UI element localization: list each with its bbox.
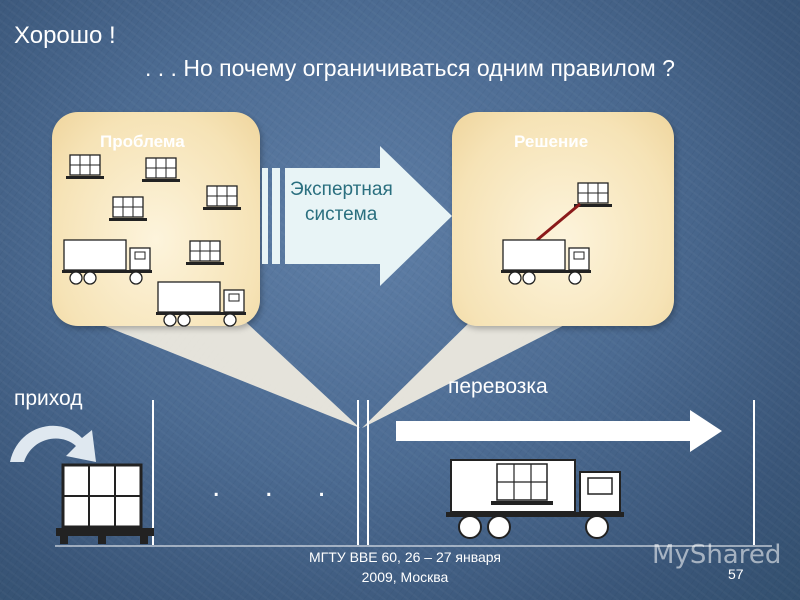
title-line-2: . . . Но почему ограничиваться одним пра… <box>145 55 675 81</box>
transport-label: перевозка <box>448 375 548 398</box>
crane-arm <box>536 202 581 242</box>
pallet-icon <box>65 154 105 180</box>
problem-title: Проблема <box>100 132 185 151</box>
watermark-logo: MyShared <box>652 540 782 570</box>
transport-arrow <box>396 410 722 452</box>
expert-system-label-1: Экспертная <box>290 179 393 200</box>
arrival-pallet-icon <box>56 463 154 544</box>
pallet-icon <box>202 185 242 211</box>
footer: МГТУ ВВЕ 60, 26 – 27 января 2009, Москва <box>265 547 545 587</box>
arrival-label: приход <box>14 387 83 410</box>
pallet-icon <box>573 182 613 208</box>
footer-line-2: 2009, Москва <box>361 569 449 585</box>
right-callout-beam <box>362 312 590 428</box>
footer-line-1: МГТУ ВВЕ 60, 26 – 27 января <box>308 549 502 565</box>
title-line-1: Хорошо ! <box>14 22 116 49</box>
expert-arrow <box>285 146 452 286</box>
expert-system-label-2: система <box>305 204 378 225</box>
solution-title: Решение <box>514 132 589 151</box>
ellipsis: . . . <box>212 470 344 503</box>
transport-truck-icon <box>446 459 624 539</box>
truck-icon <box>500 239 592 285</box>
truck-icon <box>155 281 247 327</box>
left-callout-beam <box>70 312 360 428</box>
page-number: 57 <box>728 566 744 582</box>
pallet-icon <box>108 196 148 222</box>
pallet-icon <box>141 157 181 183</box>
truck-icon <box>61 239 153 285</box>
pallet-icon <box>185 240 225 266</box>
arrival-arrow-icon <box>10 425 96 462</box>
